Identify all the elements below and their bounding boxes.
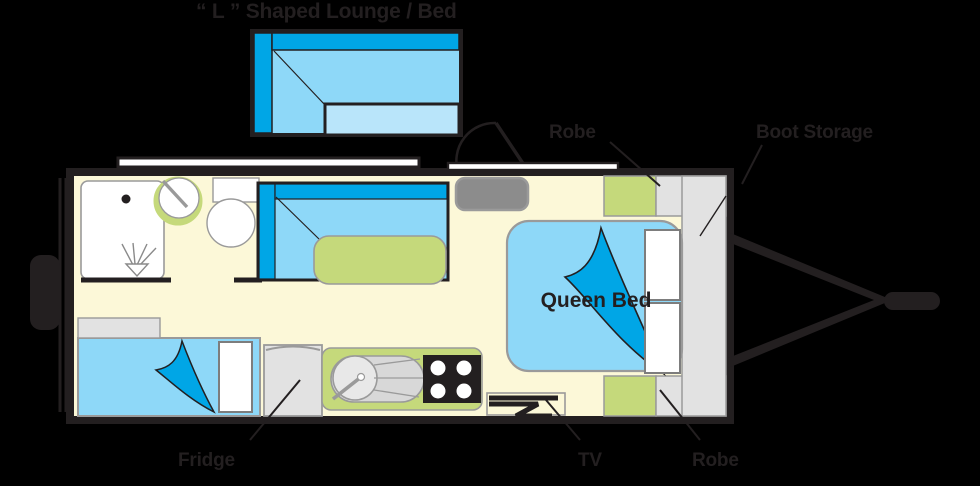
toilet-cistern — [212, 177, 260, 203]
entry-step — [454, 176, 530, 212]
lounge-fold-line — [275, 196, 321, 241]
label-boot-storage: Boot Storage — [756, 122, 873, 143]
inset-backrest-left — [253, 32, 273, 134]
tv-swing-arm-icon — [489, 401, 552, 419]
drawbar-arms — [728, 232, 892, 368]
burner-2 — [456, 360, 472, 376]
inset-fold-line — [273, 50, 326, 106]
toilet — [206, 177, 260, 248]
leader-lines — [249, 141, 763, 441]
single-bed-pillow — [218, 341, 253, 413]
tv-bracket — [486, 392, 566, 419]
a-frame-drawbar — [728, 232, 940, 368]
fridge-door-line — [265, 345, 321, 351]
boot-storage — [655, 175, 727, 417]
leader-robe-bottom — [659, 389, 701, 441]
inset-backrest-top — [271, 32, 460, 51]
shower-drain-arrows — [121, 242, 157, 266]
queen-bed-pillow-1 — [644, 229, 681, 301]
queen-bed-pillow-2 — [644, 302, 681, 374]
label-fridge: Fridge — [178, 450, 235, 471]
drainer-grooves — [373, 358, 423, 398]
shower — [80, 180, 165, 280]
queen-bed-label: Queen Bed — [541, 289, 652, 312]
shower-drain-icon — [124, 263, 150, 278]
inset-lower-cushion — [323, 102, 461, 137]
rear-bumper-bar — [58, 178, 68, 412]
inset-title: “ L ” Shaped Lounge / Bed — [196, 0, 457, 23]
queen-bed-sheet-fold — [563, 225, 666, 377]
label-robe-top: Robe — [549, 122, 596, 143]
robe-upper — [603, 175, 657, 217]
burner-1 — [430, 360, 446, 376]
entry-door — [446, 121, 620, 173]
single-bed-sheet-fold — [154, 338, 216, 414]
spare-wheel — [30, 255, 60, 330]
awning-rail — [116, 156, 421, 169]
l-shaped-lounge-bed-inset — [250, 29, 463, 137]
basin-tap-icon — [161, 179, 189, 209]
label-robe-bottom: Robe — [692, 450, 739, 471]
basin — [153, 176, 203, 226]
label-tv: TV — [578, 450, 602, 471]
coupling-hitch — [884, 292, 940, 310]
toilet-bowl — [206, 198, 256, 248]
sink-tap-icon — [331, 375, 363, 401]
cooktop — [423, 355, 481, 403]
sink-tap-head — [356, 372, 366, 382]
leader-fridge — [249, 379, 301, 441]
kitchen-sink — [330, 355, 425, 403]
robe-lower — [603, 375, 657, 417]
queen-bed — [505, 219, 684, 377]
burner-4 — [456, 383, 472, 399]
dining-table — [313, 235, 447, 285]
fridge — [263, 344, 323, 417]
leader-boot-storage — [741, 144, 763, 185]
burner-3 — [430, 383, 446, 399]
overhead-locker — [77, 317, 161, 339]
lounge-backrest-top — [274, 183, 448, 200]
boot-storage-leader-inner — [699, 195, 727, 237]
shower-rose-icon — [121, 194, 131, 204]
lounge-backrest-left — [258, 183, 276, 280]
leader-robe-top — [609, 141, 661, 187]
single-bed — [77, 337, 261, 417]
door-threshold — [446, 161, 620, 172]
leader-tv — [545, 399, 581, 441]
